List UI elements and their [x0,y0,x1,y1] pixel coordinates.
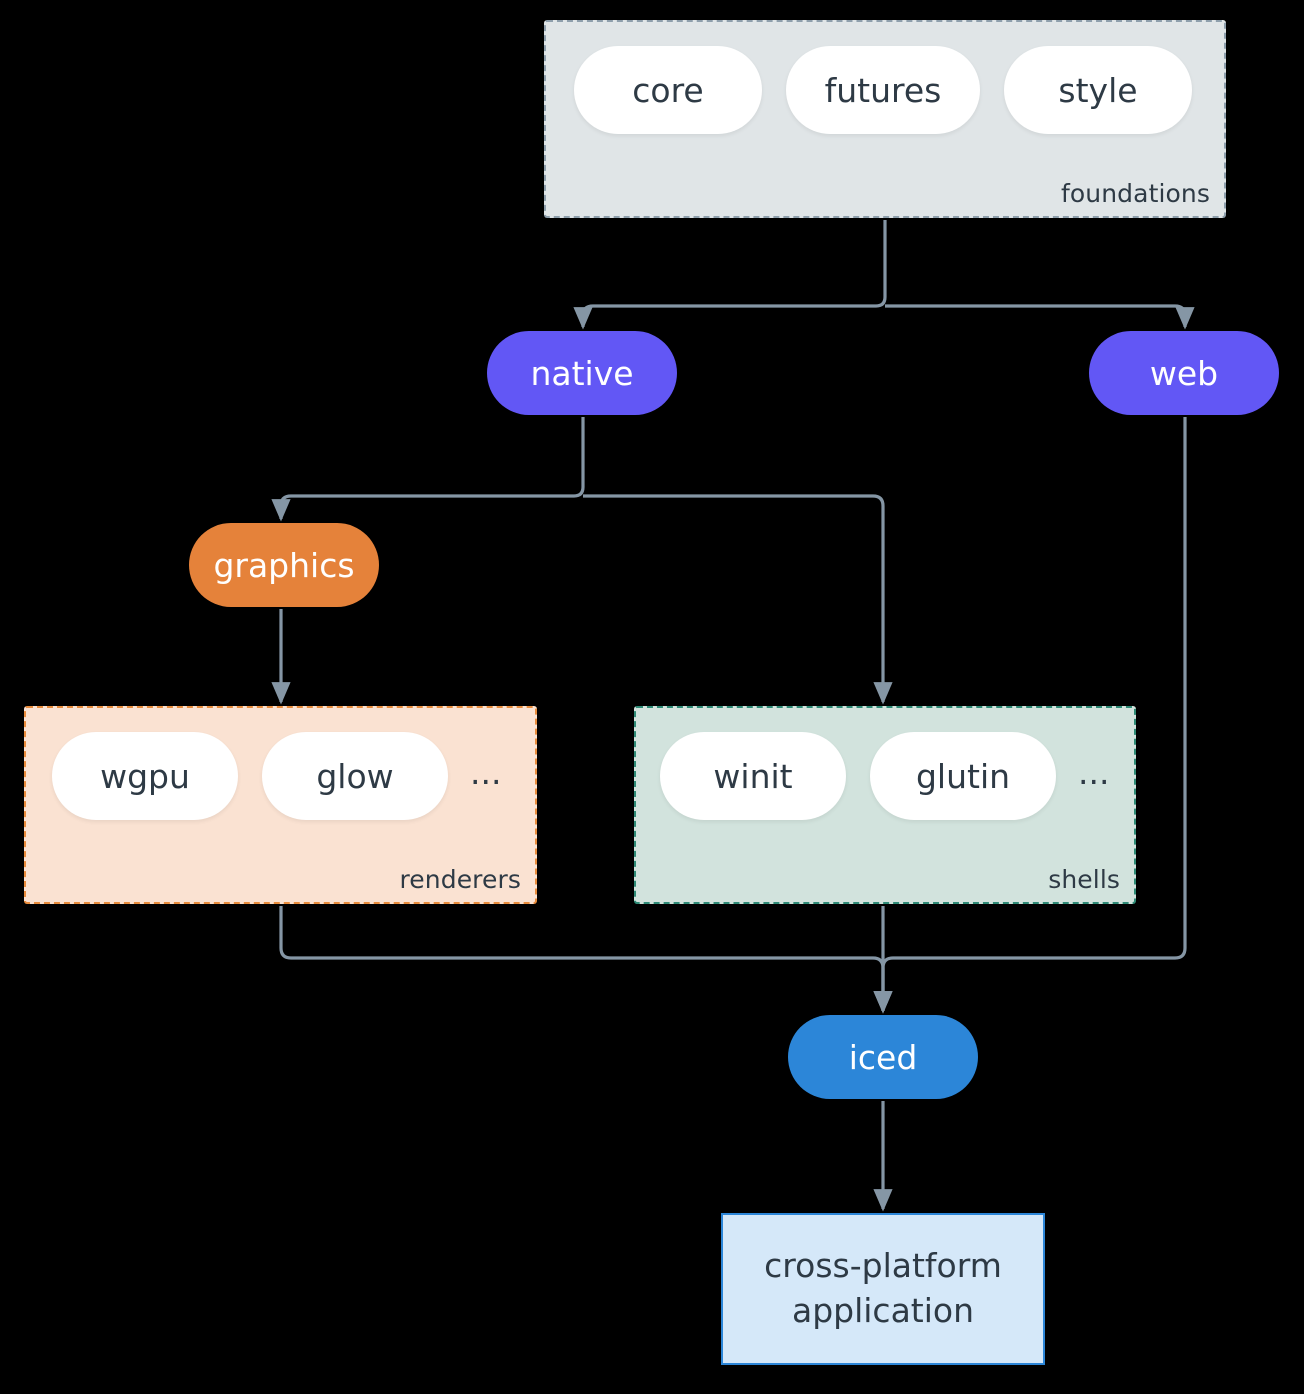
edge-native-graphics [271,417,585,522]
edge-native-shells [583,494,893,705]
shells-ellipsis: ... [1078,752,1110,792]
node-iced[interactable]: iced [788,1015,978,1099]
pill-futures-label: futures [824,70,942,110]
pill-core-label: core [632,70,704,110]
node-graphics-label: graphics [213,545,355,585]
pill-glutin-label: glutin [915,756,1011,796]
cluster-renderers-label: renderers [399,865,521,894]
pill-winit-label: winit [713,756,793,796]
node-cross-platform-application[interactable]: cross-platform application [721,1213,1045,1365]
shells-items: winit glutin ... [660,732,1113,820]
node-web[interactable]: web [1089,331,1279,415]
node-graphics[interactable]: graphics [189,523,379,607]
application-label-line2: application [791,1291,975,1330]
edge-renderers-iced [279,906,893,1014]
node-native-label: native [530,353,634,393]
cluster-shells: winit glutin ... shells [634,706,1136,904]
cluster-foundations: core futures style foundations [544,20,1226,218]
cluster-renderers: wgpu glow ... renderers [24,706,537,904]
edge-foundations-web [885,304,1195,330]
pill-futures[interactable]: futures [786,46,980,134]
pill-core[interactable]: core [574,46,762,134]
pill-wgpu[interactable]: wgpu [52,732,238,820]
pill-style-label: style [1058,70,1138,110]
cluster-foundations-label: foundations [1061,179,1210,208]
pill-style[interactable]: style [1004,46,1192,134]
foundations-items: core futures style [574,46,1192,134]
pill-glow[interactable]: glow [262,732,448,820]
node-native[interactable]: native [487,331,677,415]
cluster-shells-label: shells [1048,865,1120,894]
node-web-label: web [1149,353,1219,393]
pill-wgpu-label: wgpu [100,756,190,796]
pill-glow-label: glow [316,756,394,796]
edge-foundations-native [573,220,887,330]
pill-glutin[interactable]: glutin [870,732,1056,820]
node-iced-label: iced [848,1037,918,1077]
renderers-ellipsis: ... [470,752,502,792]
renderers-items: wgpu glow ... [52,732,505,820]
application-label-line1: cross-platform [764,1246,1002,1286]
pill-winit[interactable]: winit [660,732,846,820]
